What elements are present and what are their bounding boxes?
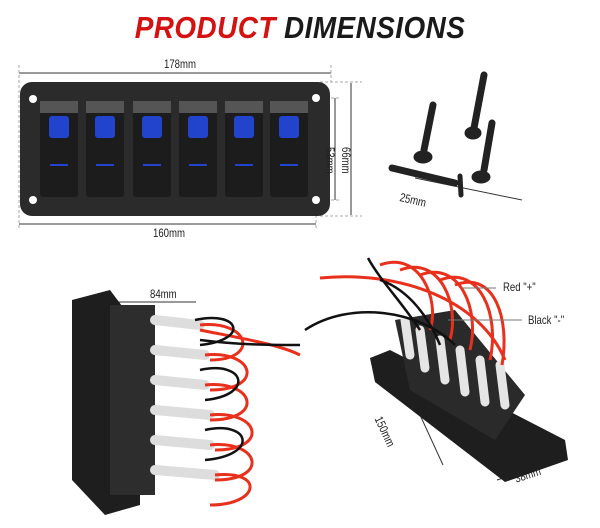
red-wire-label: Red "+" — [503, 280, 536, 294]
page-title: PRODUCT DIMENSIONS — [30, 10, 570, 46]
title-dimensions: DIMENSIONS — [284, 10, 466, 45]
title-product: PRODUCT — [134, 10, 276, 45]
dimension-160mm: 160mm — [153, 226, 186, 240]
dimension-53mm: 53mm — [323, 147, 337, 174]
rocker-switches — [40, 101, 308, 197]
dimension-178mm: 178mm — [164, 57, 197, 71]
dimension-66mm: 66mm — [339, 147, 353, 174]
black-wire-label: Black "-" — [528, 313, 565, 327]
side-view-switches — [72, 290, 301, 515]
dimension-84mm: 84mm — [150, 287, 177, 301]
screws — [388, 71, 496, 198]
back-view-switches — [304, 257, 568, 482]
